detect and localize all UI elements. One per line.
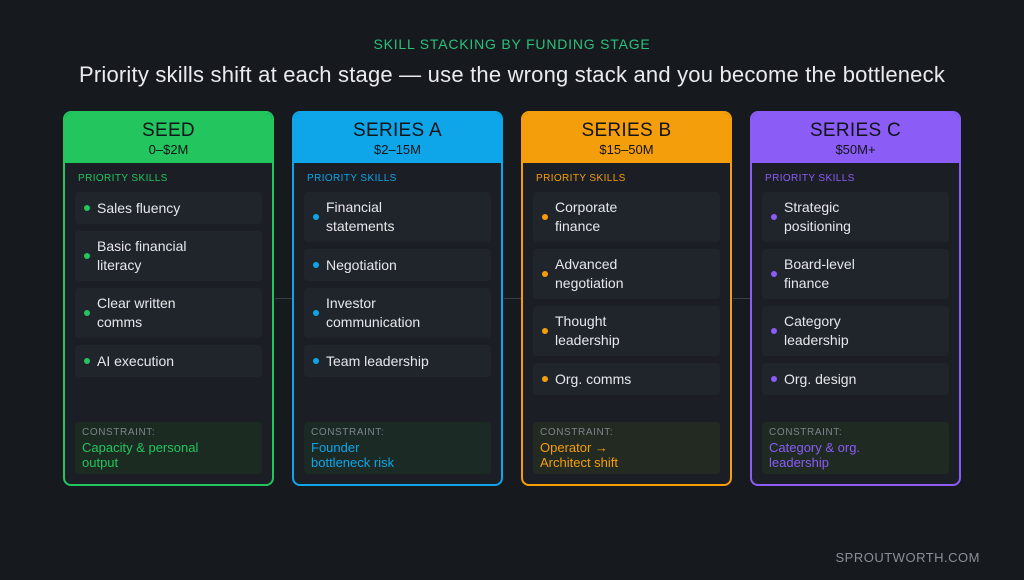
skill-item: Team leadership <box>304 345 491 377</box>
constraint-label: CONSTRAINT: <box>82 427 156 438</box>
skill-label: Corporate finance <box>555 199 618 234</box>
footer-watermark: SPROUTWORTH.COM <box>835 550 980 565</box>
bullet-dot-icon <box>542 376 548 382</box>
connector-line <box>275 298 295 299</box>
skill-item: Strategic positioning <box>762 192 949 242</box>
skill-item: Category leadership <box>762 306 949 356</box>
skill-label: Board-level finance <box>784 256 855 291</box>
skill-label: Clear written comms <box>97 295 176 330</box>
priority-skills-label: PRIORITY SKILLS <box>78 173 168 184</box>
skill-item: Basic financial literacy <box>75 231 262 281</box>
skill-item: AI execution <box>75 345 262 377</box>
skill-label: Strategic positioning <box>784 199 851 234</box>
stage-header: SERIES C $50M+ <box>752 113 959 163</box>
constraint-text: Capacity & personal output <box>82 440 199 470</box>
priority-skills-label: PRIORITY SKILLS <box>536 173 626 184</box>
skill-item: Org. design <box>762 363 949 395</box>
constraint-box: CONSTRAINT: Founder bottleneck risk <box>304 422 491 474</box>
stage-card-series-a: SERIES A $2–15M PRIORITY SKILLS Financia… <box>292 111 503 486</box>
skill-label: Advanced negotiation <box>555 256 624 291</box>
skill-item: Negotiation <box>304 249 491 281</box>
bullet-dot-icon <box>542 271 548 277</box>
skill-label: Financial statements <box>326 199 395 234</box>
skill-label: Org. design <box>784 370 857 387</box>
bullet-dot-icon <box>771 376 777 382</box>
constraint-box: CONSTRAINT: Capacity & personal output <box>75 422 262 474</box>
bullet-dot-icon <box>313 214 319 220</box>
bullet-dot-icon <box>542 328 548 334</box>
connector-line <box>733 298 753 299</box>
constraint-label: CONSTRAINT: <box>540 427 614 438</box>
constraint-label: CONSTRAINT: <box>769 427 843 438</box>
stage-name: SERIES B <box>581 120 672 141</box>
constraint-box: CONSTRAINT: Operator → Architect shift <box>533 422 720 474</box>
skill-item: Sales fluency <box>75 192 262 224</box>
bullet-dot-icon <box>771 271 777 277</box>
skill-item: Org. comms <box>533 363 720 395</box>
bullet-dot-icon <box>84 253 90 259</box>
stage-name: SERIES C <box>809 120 902 141</box>
bullet-dot-icon <box>771 214 777 220</box>
connector-line <box>504 298 524 299</box>
skill-label: Thought leadership <box>555 313 620 348</box>
skill-label: Sales fluency <box>97 199 181 216</box>
skill-item: Corporate finance <box>533 192 720 242</box>
stage-header: SERIES B $15–50M <box>523 113 730 163</box>
stage-card-series-c: SERIES C $50M+ PRIORITY SKILLS Strategic… <box>750 111 961 486</box>
stage-range: $2–15M <box>374 142 421 157</box>
priority-skills-label: PRIORITY SKILLS <box>307 173 397 184</box>
stage-range: $15–50M <box>599 142 654 157</box>
skill-item: Advanced negotiation <box>533 249 720 299</box>
bullet-dot-icon <box>84 205 90 211</box>
stage-card-seed: SEED 0–$2M PRIORITY SKILLS Sales fluency… <box>63 111 274 486</box>
stage-range: $50M+ <box>835 142 876 157</box>
stage-header: SEED 0–$2M <box>65 113 272 163</box>
skill-label: AI execution <box>97 352 175 369</box>
bullet-dot-icon <box>313 262 319 268</box>
skill-item: Clear written comms <box>75 288 262 338</box>
eyebrow-label: SKILL STACKING BY FUNDING STAGE <box>373 36 651 52</box>
skill-item: Financial statements <box>304 192 491 242</box>
bullet-dot-icon <box>84 358 90 364</box>
page-title: Priority skills shift at each stage — us… <box>78 62 946 87</box>
skill-item: Board-level finance <box>762 249 949 299</box>
bullet-dot-icon <box>313 310 319 316</box>
constraint-label: CONSTRAINT: <box>311 427 385 438</box>
skill-item: Thought leadership <box>533 306 720 356</box>
constraint-text: Founder bottleneck risk <box>311 440 395 470</box>
constraint-text: Operator → Architect shift <box>540 440 619 470</box>
constraint-box: CONSTRAINT: Category & org. leadership <box>762 422 949 474</box>
skill-label: Basic financial literacy <box>97 238 187 273</box>
bullet-dot-icon <box>542 214 548 220</box>
stage-name: SERIES A <box>353 120 442 141</box>
constraint-text: Category & org. leadership <box>769 440 861 470</box>
skill-label: Category leadership <box>784 313 849 348</box>
skill-label: Org. comms <box>555 370 632 387</box>
priority-skills-label: PRIORITY SKILLS <box>765 173 855 184</box>
skill-label: Negotiation <box>326 256 397 273</box>
bullet-dot-icon <box>313 358 319 364</box>
skill-label: Team leadership <box>326 352 429 369</box>
stage-header: SERIES A $2–15M <box>294 113 501 163</box>
bullet-dot-icon <box>771 328 777 334</box>
bullet-dot-icon <box>84 310 90 316</box>
stage-name: SEED <box>142 120 195 141</box>
skill-label: Investor communication <box>326 295 421 330</box>
skill-item: Investor communication <box>304 288 491 338</box>
stage-range: 0–$2M <box>148 142 189 157</box>
stage-card-series-b: SERIES B $15–50M PRIORITY SKILLS Corpora… <box>521 111 732 486</box>
